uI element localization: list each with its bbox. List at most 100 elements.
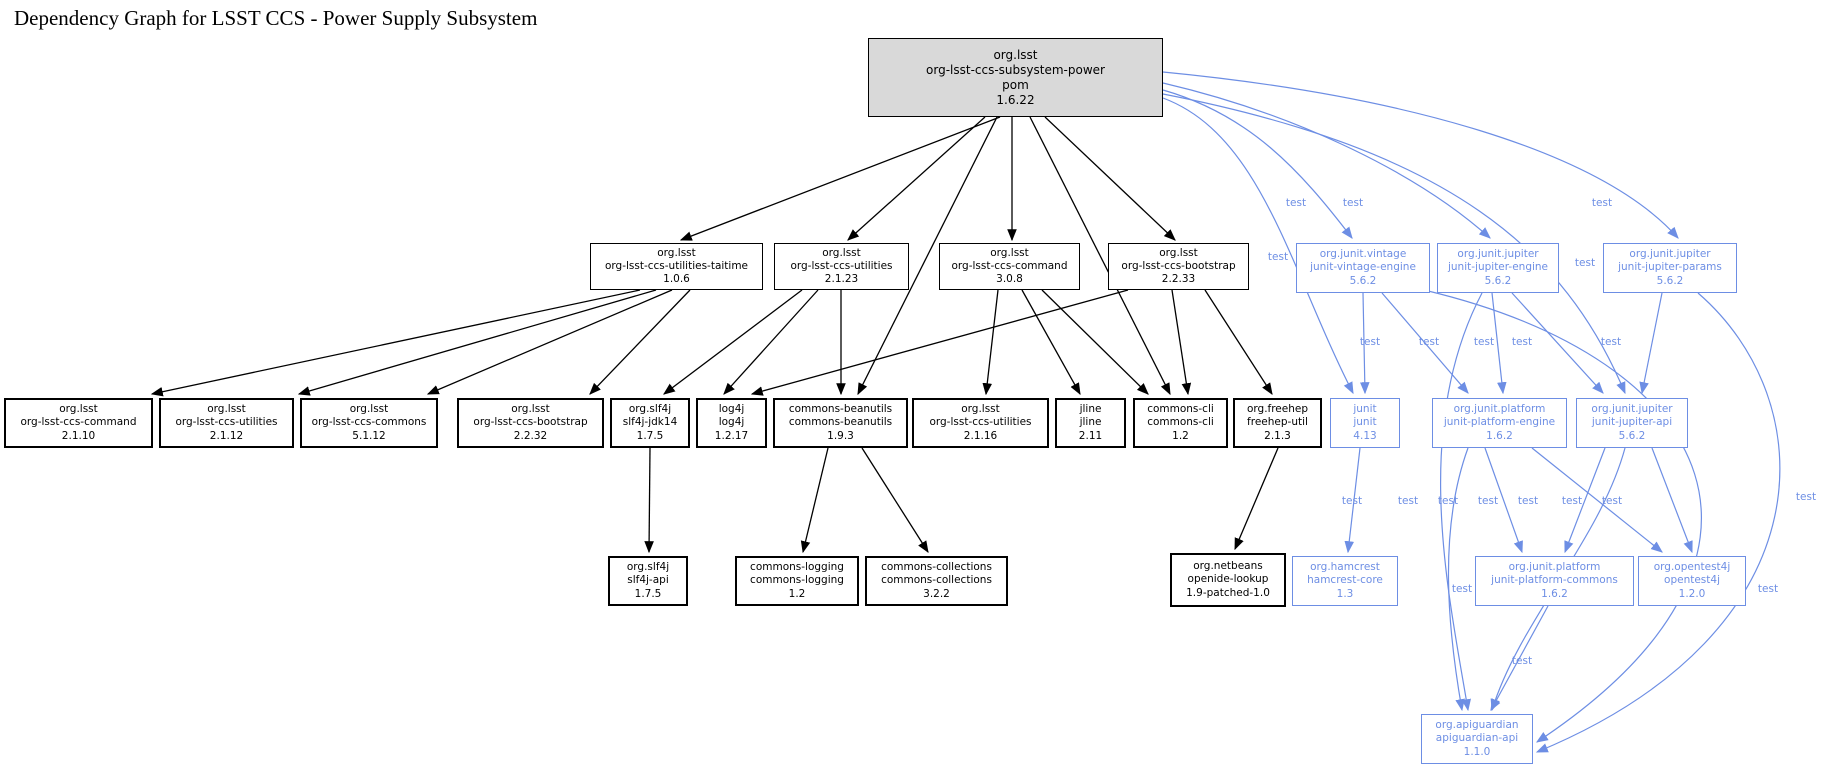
node-label-line: org.opentest4j — [1653, 561, 1731, 574]
node-label-line: junit — [1353, 403, 1377, 416]
node-label-line: commons-cli — [1147, 416, 1214, 429]
edge-root-junit — [1162, 97, 1354, 395]
edge-label-test: test — [1575, 257, 1595, 269]
node-label-line: junit-platform-commons — [1491, 574, 1618, 587]
edge-root-beanutils — [857, 116, 998, 396]
node-label-line: jline — [1079, 416, 1102, 429]
edge-label-test: test — [1601, 336, 1621, 348]
edge-label-test: test — [1512, 336, 1532, 348]
edge-label-test: test — [1343, 197, 1363, 209]
node-label-line: 2.1.10 — [61, 429, 96, 442]
edge-cmd308-cli — [1041, 289, 1149, 395]
edge-root-japi — [1162, 93, 1626, 395]
node-label-line: org.slf4j — [628, 403, 672, 416]
node-label-line: opentest4j — [1664, 574, 1720, 587]
node-label-line: org-lsst-ccs-command — [20, 416, 137, 429]
edge-vintage-junit — [1359, 292, 1370, 395]
node-label-line: 1.7.5 — [636, 429, 664, 442]
node-label-line: org-lsst-ccs-bootstrap — [1121, 259, 1236, 272]
node-label-line: 2.1.23 — [824, 273, 859, 286]
edge-japi-opentest4j — [1651, 447, 1693, 554]
node-label-line: org-lsst-ccs-commons — [311, 416, 427, 429]
edge-label-test: test — [1796, 491, 1816, 503]
edge-label-test: test — [1592, 197, 1612, 209]
node-label-line: junit-jupiter-engine — [1447, 261, 1549, 274]
node-label-line: openide-lookup — [1187, 573, 1269, 586]
node-label-line: org.slf4j — [626, 561, 670, 574]
node-label-line: junit — [1353, 416, 1377, 429]
node-label-line: 1.2.0 — [1678, 587, 1706, 600]
edge-vintage-apiguardian — [1423, 289, 1702, 743]
node-label-line: jline — [1079, 403, 1102, 416]
node-label-line: 1.0.6 — [663, 273, 690, 286]
edge-label-test: test — [1268, 251, 1288, 263]
node-label-line: 2.1.3 — [1264, 429, 1291, 442]
node-label-line: junit-jupiter-api — [1591, 416, 1673, 429]
edge-beanutils-ccollections — [861, 447, 929, 554]
node-label-line: org.hamcrest — [1310, 561, 1380, 574]
edge-label-test: test — [1478, 495, 1498, 507]
node-label-line: commons-collections — [881, 561, 992, 574]
node-label-line: 1.6.2 — [1541, 587, 1568, 600]
node-label-line: 5.6.2 — [1656, 274, 1684, 287]
node-label-line: 1.9-patched-1.0 — [1186, 586, 1270, 599]
node-label-line: commons-collections — [881, 574, 992, 587]
node-label-line: org.lsst — [1159, 246, 1198, 259]
node-label-line: commons-beanutils — [788, 416, 893, 429]
edge-root-taitime — [679, 116, 1001, 241]
node-label-line: org.lsst — [207, 403, 246, 416]
edge-util2123-slf4jjdk — [663, 289, 803, 395]
edge-label-test: test — [1562, 495, 1582, 507]
edge-taitime-commons5112 — [426, 289, 673, 395]
node-label-line: 5.6.2 — [1349, 274, 1377, 287]
edge-jengine-apiguardian — [1439, 292, 1483, 712]
node-label-line: org.junit.jupiter — [1457, 248, 1539, 261]
edge-junit-hamcrest — [1344, 447, 1361, 554]
node-label-line: org-lsst-ccs-utilities — [929, 416, 1032, 429]
edge-label-test: test — [1360, 336, 1380, 348]
page-title: Dependency Graph for LSST CCS - Power Su… — [14, 6, 538, 30]
node-label-line: commons-beanutils — [788, 403, 893, 416]
node-label-line: 1.9.3 — [827, 429, 854, 442]
node-label-line: freehep-util — [1247, 416, 1308, 429]
node-label-line: junit-jupiter-params — [1618, 261, 1722, 274]
edge-label-test: test — [1452, 583, 1472, 595]
node-label-line: org.apiguardian — [1435, 719, 1519, 732]
edge-freehep-netbeans — [1234, 447, 1279, 551]
node-label-line: slf4j-api — [627, 574, 669, 587]
node-label-line: org.lsst — [511, 403, 550, 416]
node-label-line: org-lsst-ccs-command — [951, 259, 1068, 272]
edge-root-cli — [1029, 116, 1171, 396]
edge-pengine-opentest4j — [1531, 447, 1663, 553]
edge-label-test: test — [1342, 495, 1362, 507]
edge-root-util2123 — [847, 116, 986, 241]
node-label-line: 2.2.32 — [513, 429, 548, 442]
node-label-line: 5.6.2 — [1618, 429, 1646, 442]
edge-label-test: test — [1518, 495, 1538, 507]
node-label-line: org.junit.platform — [1508, 561, 1601, 574]
edge-label-test: test — [1286, 197, 1306, 209]
node-label-line: org.lsst — [59, 403, 98, 416]
node-label-line: 3.2.2 — [923, 587, 950, 600]
edge-slf4jjdk-slf4japi — [644, 447, 654, 554]
edge-label-test: test — [1419, 336, 1439, 348]
edge-label-test: test — [1602, 495, 1622, 507]
node-label-line: hamcrest-core — [1307, 574, 1383, 587]
node-label-line: org.lsst — [822, 246, 861, 259]
edge-jengine-pengine — [1491, 292, 1507, 395]
edge-vintage-pengine — [1381, 292, 1469, 394]
edge-boot2233-cli — [1171, 289, 1192, 396]
